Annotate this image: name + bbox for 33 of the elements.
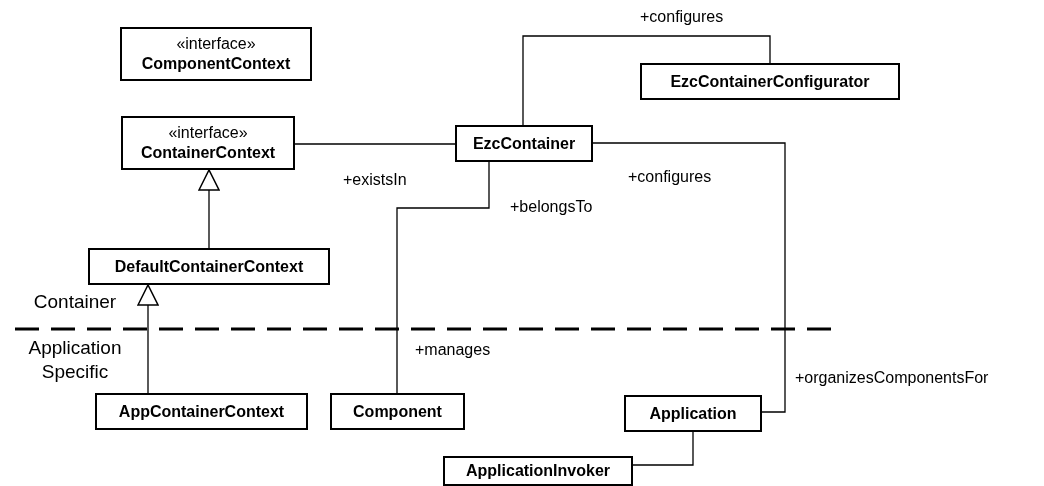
- section-label: Container: [32, 290, 118, 314]
- class-box: [88, 248, 330, 285]
- class-name: Component: [353, 401, 442, 422]
- edge-label: +belongsTo: [510, 197, 593, 217]
- edge-label: +configures: [628, 167, 712, 187]
- class-name: EzcContainer: [472, 133, 576, 154]
- class-name: Application: [649, 403, 737, 424]
- class-box: [640, 63, 900, 100]
- class-name: DefaultContainerContext: [114, 256, 304, 277]
- class-box: [443, 456, 633, 486]
- class-name: AppContainerContext: [118, 401, 285, 422]
- association-line: [294, 143, 456, 145]
- class-box: [121, 116, 295, 170]
- generalization-arrow: [137, 284, 159, 394]
- class-box: [95, 393, 308, 430]
- class-box: [455, 125, 593, 162]
- stereotype-text: «interface»: [168, 123, 248, 143]
- class-name: ApplicationInvoker: [466, 461, 610, 481]
- generalization-arrow: [198, 169, 220, 249]
- role-label: +organizesComponentsFor: [795, 368, 989, 388]
- association-line: [396, 161, 490, 394]
- class-box: [624, 395, 762, 432]
- class-name: ComponentContext: [141, 54, 291, 74]
- section-label: Application Specific: [27, 336, 123, 384]
- association-line: [592, 142, 786, 413]
- stereotype-text: «interface»: [176, 34, 256, 54]
- class-name: ContainerContext: [140, 143, 276, 163]
- class-name: EzcContainerConfigurator: [670, 71, 870, 92]
- association-line: [632, 431, 694, 466]
- class-box: [330, 393, 465, 430]
- association-line: [522, 35, 771, 126]
- edge-label: +configures: [640, 7, 724, 27]
- class-box: [120, 27, 312, 81]
